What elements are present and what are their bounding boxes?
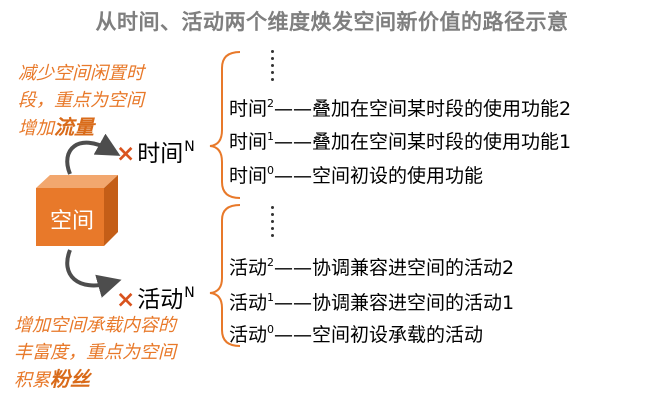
activity-ellipsis <box>271 206 275 241</box>
time-row-exponent: 0 <box>267 164 275 177</box>
arrow-to-time <box>65 133 121 175</box>
note-time-line2: 段，重点为空间 <box>18 90 144 111</box>
time-row-exponent: 2 <box>267 97 275 110</box>
time-brace <box>209 51 241 199</box>
time-row-text: ——叠加在空间某时段的使用功能2 <box>274 98 572 120</box>
time-row-0: 时间0——空间初设的使用功能 <box>229 161 483 188</box>
activity-row-exponent: 0 <box>267 323 275 336</box>
note-activity: 增加空间承载内容的 丰富度，重点为空间 积累粉丝 <box>14 312 176 394</box>
cube-side-face <box>104 175 118 246</box>
note-activity-line1: 增加空间承载内容的 <box>14 315 176 336</box>
note-activity-emphasis: 粉丝 <box>50 367 90 391</box>
time-axis: ×时间N <box>116 134 195 168</box>
activity-row-1: 活动1——协调兼容进空间的活动1 <box>229 288 514 315</box>
time-row-text: ——空间初设的使用功能 <box>274 165 484 187</box>
time-row-1: 时间1——叠加在空间某时段的使用功能1 <box>229 127 571 154</box>
activity-row-0: 活动0——空间初设承载的活动 <box>229 320 483 347</box>
time-row-exponent: 1 <box>267 130 275 143</box>
time-row-term: 时间 <box>229 131 268 153</box>
cube-front-face <box>36 188 104 246</box>
activity-row-exponent: 2 <box>267 256 275 269</box>
note-time-line3: 增加流量 <box>18 114 144 142</box>
note-activity-line2: 丰富度，重点为空间 <box>14 342 176 363</box>
note-time-prefix: 增加 <box>18 118 54 139</box>
arrow-to-activity <box>65 249 122 298</box>
activity-row-text: ——协调兼容进空间的活动1 <box>274 292 515 314</box>
cube-label: 空间 <box>49 209 94 234</box>
time-row-term: 时间 <box>229 165 268 187</box>
activity-axis: ×活动N <box>116 280 195 314</box>
time-row-text: ——叠加在空间某时段的使用功能1 <box>274 131 572 153</box>
activity-axis-exponent: N <box>184 285 195 301</box>
time-axis-exponent: N <box>184 139 195 155</box>
time-row-term: 时间 <box>229 98 268 120</box>
time-row-2: 时间2——叠加在空间某时段的使用功能2 <box>229 94 571 121</box>
activity-axis-label: 活动 <box>137 287 184 313</box>
activity-cross-icon: × <box>116 287 136 313</box>
note-activity-prefix: 积累 <box>14 370 50 391</box>
activity-row-text: ——空间初设承载的活动 <box>274 324 484 346</box>
note-time-line1: 减少空间闲置时 <box>18 63 144 84</box>
cube-top-face <box>36 175 118 188</box>
time-axis-label: 时间 <box>137 141 184 167</box>
activity-row-term: 活动 <box>229 292 268 314</box>
space-cube <box>36 175 118 246</box>
activity-row-term: 活动 <box>229 324 268 346</box>
activity-row-exponent: 1 <box>267 291 275 304</box>
activity-row-2: 活动2——协调兼容进空间的活动2 <box>229 253 514 280</box>
note-activity-line3: 积累粉丝 <box>14 366 176 394</box>
time-cross-icon: × <box>116 141 136 167</box>
note-time-emphasis: 流量 <box>54 115 94 139</box>
activity-row-term: 活动 <box>229 257 268 279</box>
diagram-title: 从时间、活动两个维度焕发空间新价值的路径示意 <box>95 10 569 34</box>
note-time: 减少空间闲置时 段，重点为空间 增加流量 <box>18 60 144 142</box>
time-ellipsis <box>271 50 275 85</box>
activity-brace <box>209 204 241 347</box>
activity-row-text: ——协调兼容进空间的活动2 <box>274 257 515 279</box>
